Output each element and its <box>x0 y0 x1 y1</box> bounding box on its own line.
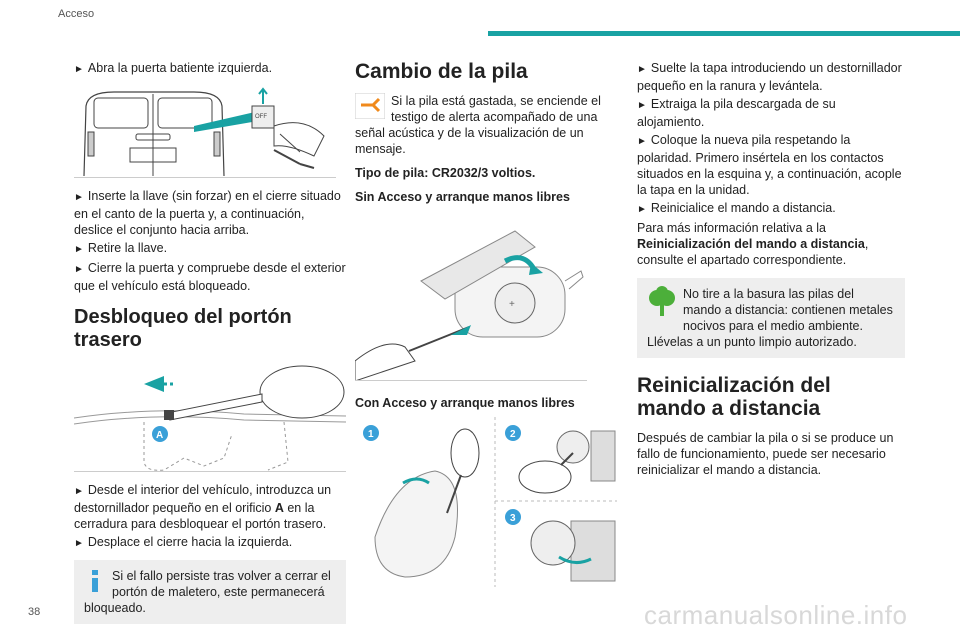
section-title-reset: Reinicialización del mando a distancia <box>637 374 831 420</box>
step-text: Desde el interior del vehículo, introduz… <box>74 483 332 515</box>
header-title: Acceso <box>58 8 95 20</box>
arrow-icon: ► <box>637 100 647 111</box>
subheading-with-handsfree: Con Acceso y arranque manos libres <box>355 396 575 410</box>
step-text: Abra la puerta batiente izquierda. <box>87 61 273 75</box>
more-info-text-2: consulte el apartado correspondiente. <box>637 253 847 267</box>
step-number-1: 1 <box>368 429 374 440</box>
column-3: ►Suelte la tapa introduciendo un destorn… <box>637 60 905 480</box>
arrow-icon: ► <box>74 192 84 203</box>
cross-reference: Reinicialización del mando a distancia <box>637 237 865 251</box>
arrow-icon: ► <box>637 204 647 215</box>
eco-note-text: No tire a la basura las pilas del mando … <box>647 287 893 349</box>
orifice-label: A <box>274 501 284 515</box>
header-accent-bar <box>488 31 960 36</box>
more-info-line: Para más información relativa a la Reinic… <box>637 220 905 268</box>
arrow-icon: ► <box>74 64 84 75</box>
info-text: Si el fallo persiste tras volver a cerra… <box>84 569 331 615</box>
arrow-icon: ► <box>637 64 647 75</box>
tailgate-unlock-illustration: A <box>74 362 346 472</box>
arrow-icon: ► <box>74 244 84 255</box>
recycle-tree-icon <box>647 286 677 320</box>
step-reinitialize: ►Reinicialice el mando a distancia. <box>637 200 905 218</box>
step-text: Cierre la puerta y compruebe desde el ex… <box>74 261 346 293</box>
step-text: Desplace el cierre hacia la izquierda. <box>87 535 293 549</box>
column-2: Cambio de la pila Si la pila está gastad… <box>354 60 617 587</box>
handsfree-key-steps-illustration: 1 2 3 <box>355 417 617 587</box>
step-insert-battery: ►Coloque la nueva pila respetando la pol… <box>637 132 905 198</box>
step-remove-key: ►Retire la llave. <box>74 240 346 258</box>
info-box: Si el fallo persiste tras volver a cerra… <box>74 560 346 624</box>
section-title-tailgate: Desbloqueo del portón trasero <box>74 306 292 351</box>
step-text: Extraiga la pila descargada de su alojam… <box>637 97 836 129</box>
step-remove-battery: ►Extraiga la pila descargada de su aloja… <box>637 96 905 130</box>
section-title-battery: Cambio de la pila <box>355 60 528 83</box>
svg-text:+: + <box>509 299 515 310</box>
step-text: Coloque la nueva pila respetando la pola… <box>637 133 902 197</box>
van-illustration-svg: OFF <box>83 87 325 177</box>
step-insert-screwdriver: ►Desde el interior del vehículo, introdu… <box>74 482 346 532</box>
page-number: 38 <box>28 606 41 618</box>
step-number-2: 2 <box>510 429 516 440</box>
warning-note: Si la pila está gastada, se enciende el … <box>354 92 607 157</box>
step-text: Suelte la tapa introduciendo un destorni… <box>637 61 902 93</box>
arrow-icon: ► <box>637 136 647 147</box>
step-text: Retire la llave. <box>87 241 168 255</box>
reset-paragraph: Después de cambiar la pila o si se produ… <box>637 431 894 477</box>
step-open-door: ►Abra la puerta batiente izquierda. <box>74 60 346 78</box>
eco-note-box: No tire a la basura las pilas del mando … <box>637 278 905 358</box>
watermark: carmanualsonline.info <box>644 600 908 630</box>
step-release-cover: ►Suelte la tapa introduciendo un destorn… <box>637 60 905 94</box>
more-info-punct: , <box>864 237 869 251</box>
arrow-icon: ► <box>74 264 84 275</box>
tailgate-illustration-svg: A <box>74 365 346 471</box>
steps-illustration-svg: 1 2 3 <box>363 417 617 587</box>
warning-light-icon <box>354 92 386 120</box>
callout-a-label: A <box>156 430 163 441</box>
step-text: en la cerradura para desbloquear el port… <box>74 501 327 531</box>
key-battery-illustration: + <box>355 211 587 381</box>
more-info-text: Para más información relativa a la <box>637 221 826 235</box>
info-icon <box>84 568 106 594</box>
step-text: Inserte la llave (sin forzar) en el cier… <box>74 189 341 237</box>
step-move-latch: ►Desplace el cierre hacia la izquierda. <box>74 534 346 552</box>
arrow-icon: ► <box>74 538 84 549</box>
subheading-without-handsfree: Sin Acceso y arranque manos libres <box>355 190 570 204</box>
step-insert-key: ►Inserte la llave (sin forzar) en el cie… <box>74 188 346 238</box>
column-1: ►Abra la puerta batiente izquierda. OFF … <box>74 60 346 624</box>
step-text: Reinicialice el mando a distancia. <box>650 201 836 215</box>
step-number-3: 3 <box>510 513 516 524</box>
battery-type: Tipo de pila: CR2032/3 voltios. <box>355 166 536 180</box>
off-label: OFF <box>255 114 267 120</box>
step-close-door: ►Cierre la puerta y compruebe desde el e… <box>74 260 346 294</box>
warning-text: Si la pila está gastada, se enciende el … <box>355 94 601 156</box>
arrow-icon: ► <box>74 486 84 497</box>
van-rear-door-illustration: OFF <box>74 86 336 178</box>
key-illustration-svg: + <box>355 230 584 380</box>
